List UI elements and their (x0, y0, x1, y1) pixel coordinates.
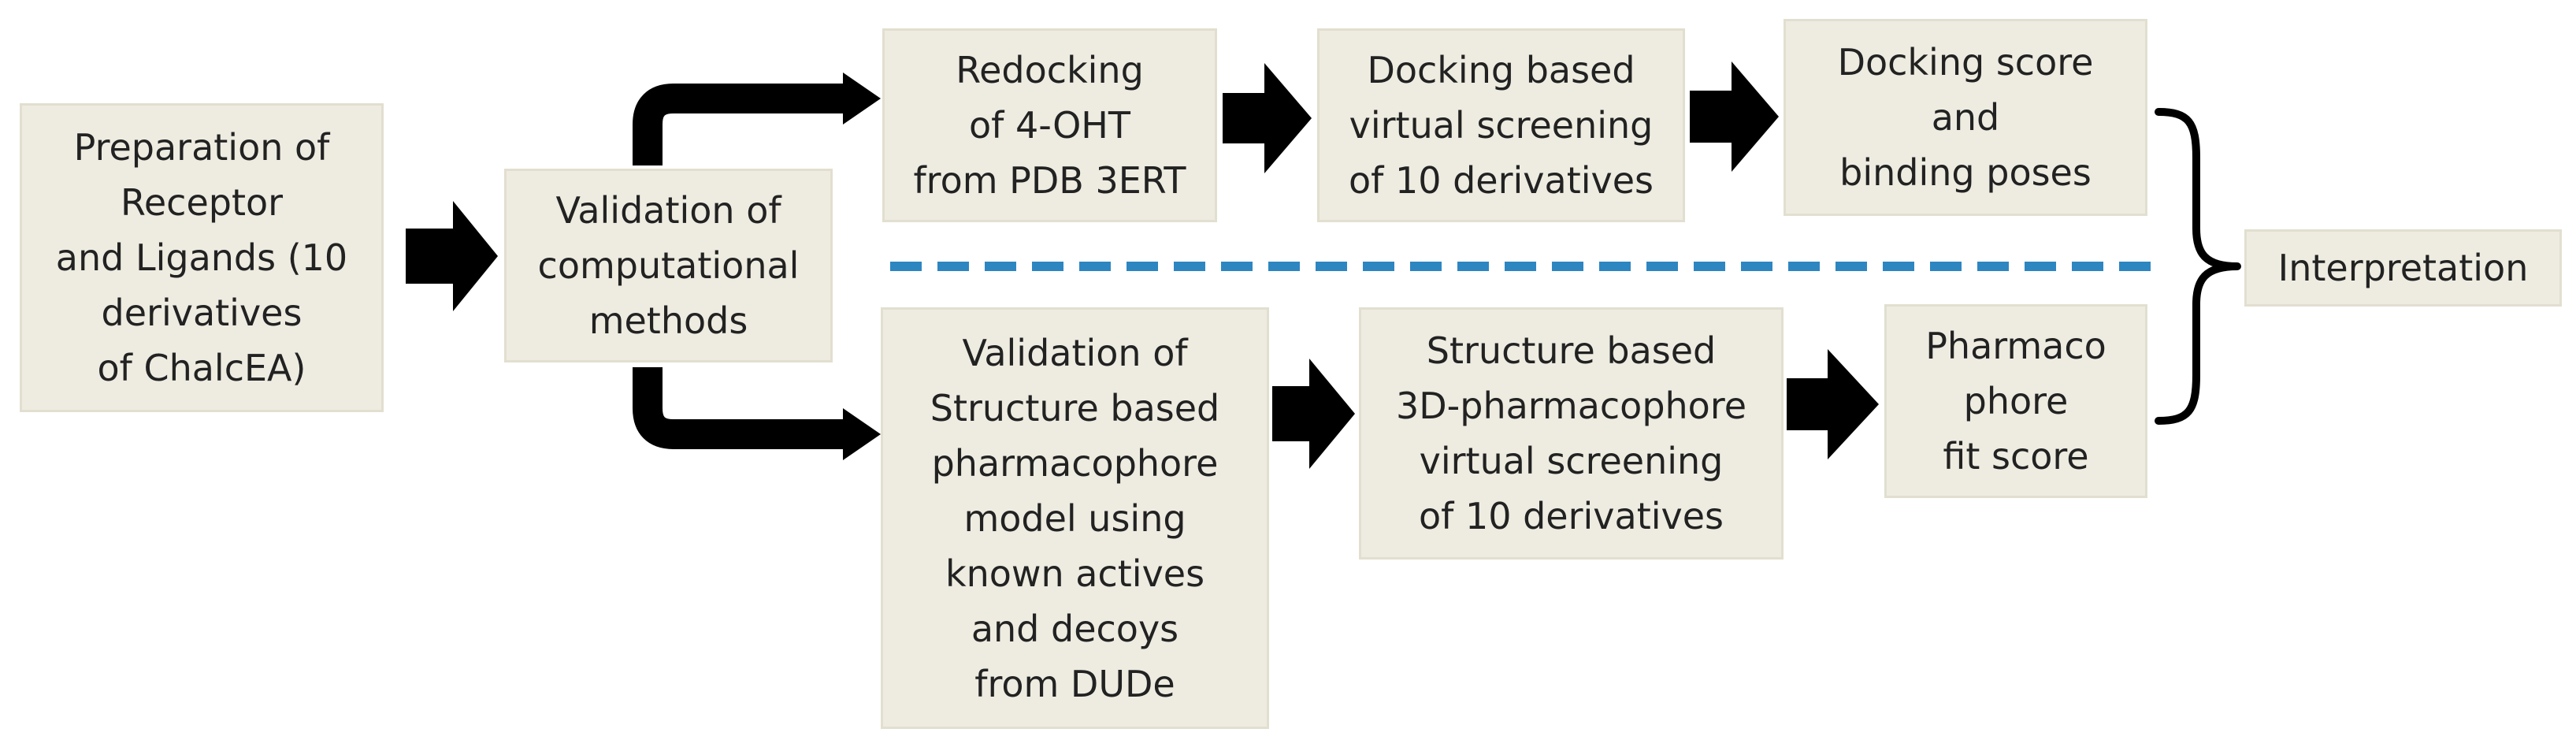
prep-label-line: Receptor (120, 181, 284, 224)
prep-label-line: derivatives (101, 292, 303, 334)
prep-label-line: of ChalcEA) (97, 347, 306, 389)
pharm-fit-label-line: fit score (1943, 435, 2089, 478)
node-docking-score: Docking score and binding poses (1784, 19, 2147, 216)
pharm-vs-label-line: of 10 derivatives (1418, 495, 1724, 537)
node-validation: Validation of computational methods (504, 169, 833, 362)
arrowhead-validation-to-redocking (843, 72, 881, 125)
docking-vs-label-line: of 10 derivatives (1348, 159, 1654, 202)
pharm-validation-label-line: from DUDe (974, 662, 1175, 705)
node-pharmacophore-fit-score: Pharmaco phore fit score (1884, 304, 2147, 498)
node-interpretation: Interpretation (2244, 229, 2562, 307)
docking-score-label-line: binding poses (1839, 151, 2092, 194)
validation-label-line: methods (588, 299, 748, 342)
node-preparation: Preparation of Receptor and Ligands (10 der… (20, 103, 384, 412)
arrow-pharm-vs-to-fit (1787, 349, 1879, 459)
arrow-docking-vs-to-score (1690, 61, 1779, 172)
redocking-label-line: from PDB 3ERT (913, 159, 1186, 202)
validation-label-line: Validation of (555, 189, 781, 232)
arrow-pharm-validation-to-pharm-vs (1272, 359, 1355, 469)
arrowhead-validation-to-pharm-validation (843, 408, 881, 460)
node-pharmacophore-validation: Validation of Structure based pharmacophor… (881, 307, 1269, 729)
prep-label-line: and Ligands (10 (55, 236, 348, 279)
pharm-validation-label-line: model using (963, 496, 1186, 540)
pharm-validation-label-line: known actives (945, 552, 1205, 595)
docking-score-label-line: Docking score (1837, 41, 2094, 84)
arrow-validation-to-redocking (633, 84, 844, 165)
arrow-redocking-to-docking-vs (1223, 63, 1312, 173)
node-docking-virtual-screening: Docking based virtual screening of 10 deri… (1317, 28, 1685, 222)
pharm-fit-label-line: phore (1963, 380, 2069, 422)
pharm-vs-label-line: 3D-pharmacophore (1395, 385, 1747, 427)
docking-vs-label-line: Docking based (1367, 49, 1635, 91)
pharm-fit-label-line: Pharmaco (1925, 325, 2106, 367)
curly-brace (2155, 108, 2241, 425)
node-redocking: Redocking of 4-OHT from PDB 3ERT (882, 28, 1217, 222)
arrow-prep-to-validation (406, 201, 498, 311)
docking-score-label-line: and (1931, 96, 2000, 139)
pharm-vs-label-line: Structure based (1426, 329, 1717, 372)
redocking-label-line: Redocking (956, 49, 1144, 91)
validation-label-line: computational (537, 244, 800, 287)
interpretation-label-line: Interpretation (2277, 247, 2529, 289)
pharm-vs-label-line: virtual screening (1419, 440, 1724, 482)
node-pharmacophore-virtual-screening: Structure based 3D-pharmacophore virtual s… (1359, 307, 1784, 560)
docking-vs-label-line: virtual screening (1349, 104, 1654, 147)
pharm-validation-label-line: pharmacophore (931, 441, 1219, 485)
arrow-validation-to-pharm-validation (633, 367, 844, 449)
pharm-validation-label-line: Validation of (962, 331, 1188, 374)
prep-label-line: Preparation of (73, 126, 330, 169)
pharm-validation-label-line: Structure based (930, 386, 1220, 429)
redocking-label-line: of 4-OHT (968, 104, 1130, 147)
pharm-validation-label-line: and decoys (971, 607, 1179, 650)
